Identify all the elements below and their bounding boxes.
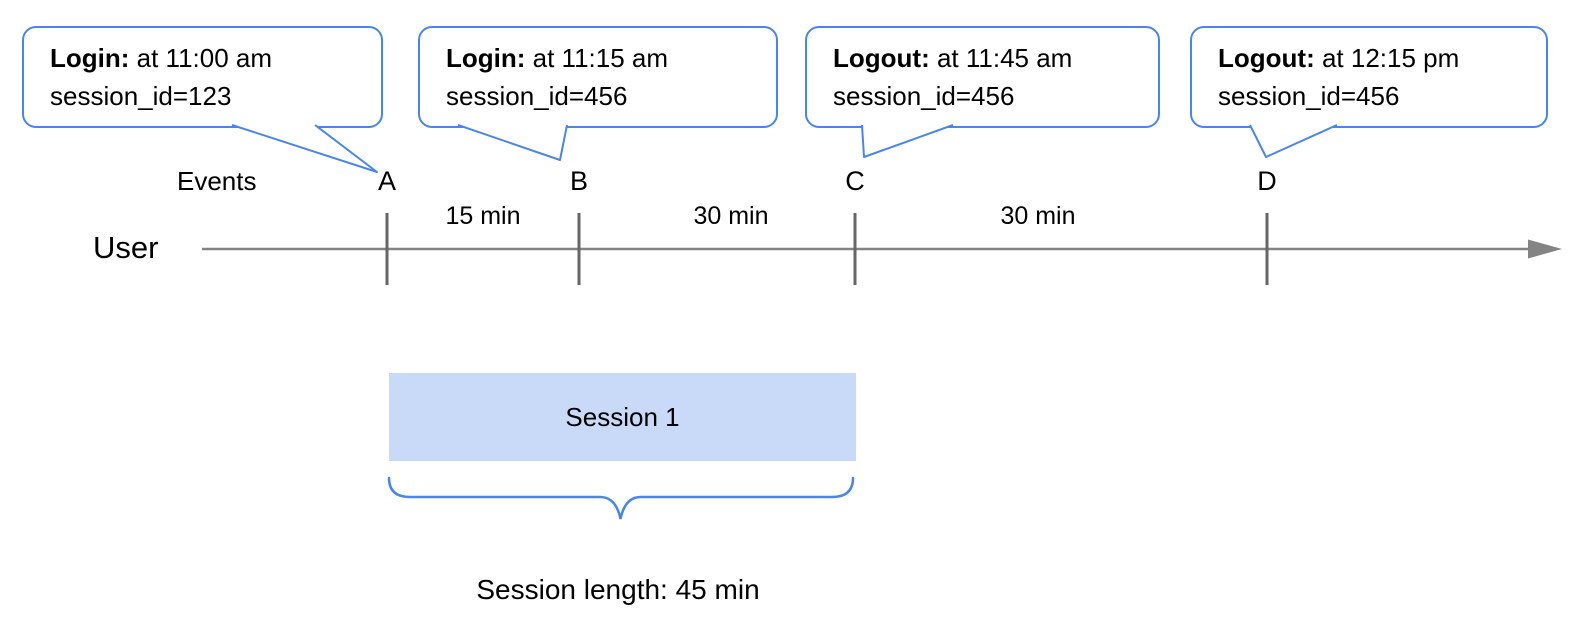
marker-d: D — [1257, 166, 1277, 196]
session-1-label: Session 1 — [565, 401, 680, 432]
callout-event-type: Login: — [446, 43, 526, 73]
session-length-brace — [387, 476, 855, 520]
callout-tail-a — [231, 124, 378, 173]
callout-session-id: session_id=123 — [50, 81, 232, 111]
callout-tail-c — [861, 124, 954, 158]
marker-c: C — [845, 166, 865, 196]
callout-event-type: Login: — [50, 43, 130, 73]
callout-title: Logout: at 11:45 am — [833, 39, 1158, 77]
interval-c-d: 30 min — [1000, 202, 1076, 230]
callout-event-time: at 11:00 am — [129, 43, 273, 73]
session-1-bar: Session 1 — [389, 373, 856, 461]
callout-event-time: at 12:15 pm — [1314, 43, 1460, 73]
session-length-caption: Session length: 45 min — [476, 574, 760, 605]
callout-title: Logout: at 12:15 pm — [1218, 39, 1546, 77]
callout-event-time: at 11:45 am — [929, 43, 1073, 73]
callout-tail-d — [1249, 124, 1338, 158]
callout-login-a: Login: at 11:00 am session_id=123 — [22, 26, 383, 128]
interval-a-b: 15 min — [445, 202, 521, 230]
timeline-arrowhead-icon — [1528, 239, 1562, 259]
callout-event-type: Logout: — [1218, 43, 1315, 73]
callout-session-id: session_id=456 — [833, 81, 1015, 111]
marker-a: A — [377, 166, 397, 196]
callout-event-type: Logout: — [833, 43, 930, 73]
callout-logout-c: Logout: at 11:45 am session_id=456 — [805, 26, 1160, 128]
callout-title: Login: at 11:15 am — [446, 39, 776, 77]
callout-session-id: session_id=456 — [446, 81, 628, 111]
interval-b-c: 30 min — [693, 202, 769, 230]
callout-session-id: session_id=456 — [1218, 81, 1400, 111]
callout-tail-b — [457, 124, 568, 161]
marker-b: B — [569, 166, 589, 196]
callout-title: Login: at 11:00 am — [50, 39, 381, 77]
callout-logout-d: Logout: at 12:15 pm session_id=456 — [1190, 26, 1548, 128]
callout-event-time: at 11:15 am — [525, 43, 669, 73]
callout-login-b: Login: at 11:15 am session_id=456 — [418, 26, 778, 128]
user-row-label: User — [93, 230, 159, 265]
events-row-label: Events — [177, 166, 257, 196]
